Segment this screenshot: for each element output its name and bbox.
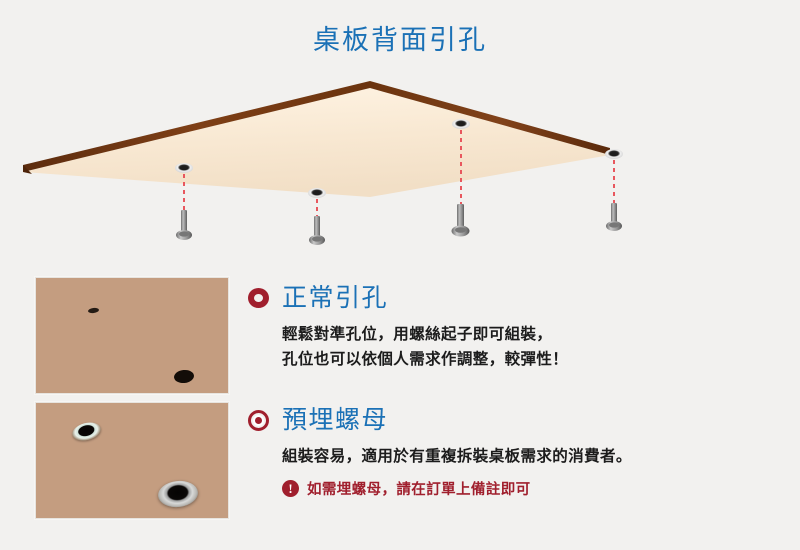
section-body: 組裝容易，適用於有重複拆裝桌板需求的消費者。 — [282, 444, 788, 469]
photo-embedded-nuts — [35, 402, 229, 519]
desktop-underside-illustration — [0, 62, 800, 262]
section-body: 輕鬆對準孔位，用螺絲起子即可組裝， 孔位也可以依個人需求作調整，較彈性！ — [282, 322, 788, 372]
section-embedded-nut: 預埋螺母 組裝容易，適用於有重複拆裝桌板需求的消費者。 ! 如需埋螺母，請在訂單… — [248, 405, 788, 499]
pilot-hole-small — [87, 307, 100, 314]
exclamation-icon: ! — [282, 480, 299, 498]
board-face — [23, 88, 610, 197]
embedded-nut-small — [70, 419, 103, 444]
bullseye-icon — [248, 409, 269, 431]
photo-normal-pilot-holes — [35, 277, 229, 394]
ring-icon — [248, 288, 269, 308]
section-heading: 預埋螺母 — [282, 405, 389, 434]
note-text: 如需埋螺母，請在訂單上備註即可 — [307, 482, 531, 499]
pilot-hole-large — [173, 368, 195, 385]
embedded-nut-large — [156, 478, 200, 510]
section-body-line: 輕鬆對準孔位，用螺絲起子即可組裝， — [282, 326, 553, 343]
section-note: ! 如需埋螺母，請在訂單上備註即可 — [282, 478, 788, 499]
desktop-diagram-svg — [23, 81, 610, 197]
section-heading: 正常引孔 — [282, 283, 389, 312]
board-edge-left — [23, 81, 370, 172]
board-edge-right — [370, 81, 610, 155]
section-heading-row: 正常引孔 — [248, 283, 788, 313]
section-body-line: 組裝容易，適用於有重複拆裝桌板需求的消費者。 — [282, 448, 632, 465]
page-title: 桌板背面引孔 — [313, 25, 487, 55]
board-edge-tip — [23, 165, 32, 174]
section-body-line: 孔位也可以依個人需求作調整，較彈性！ — [282, 351, 569, 369]
section-normal-pilot-holes: 正常引孔 輕鬆對準孔位，用螺絲起子即可組裝， 孔位也可以依個人需求作調整，較彈性… — [248, 283, 788, 372]
section-heading-row: 預埋螺母 — [248, 405, 788, 435]
